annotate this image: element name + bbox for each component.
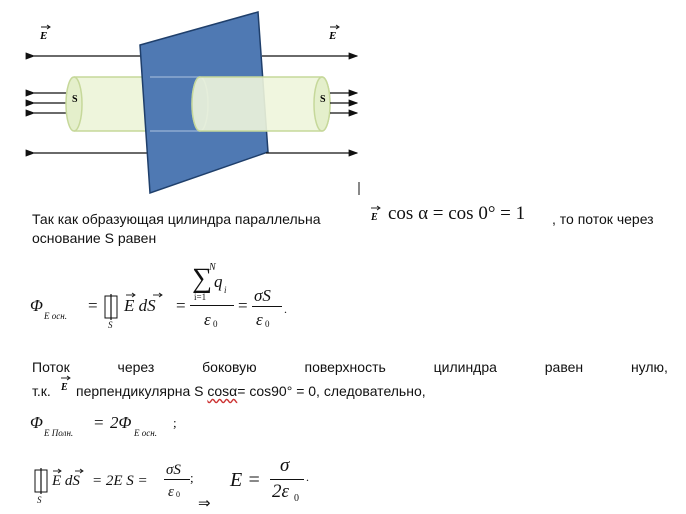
f1-phi-sub: E осн.: [44, 311, 67, 321]
f4-den-sub: 0: [294, 493, 299, 504]
e-vector-label-right: E: [328, 24, 340, 42]
implies-arrow-icon: ⇒: [198, 496, 211, 512]
closed-integral-icon: [104, 294, 118, 320]
cos-alpha-underlined: cosα: [207, 383, 238, 399]
f1-sum-index: i: [224, 285, 227, 295]
f3-den-sub: 0: [176, 490, 180, 499]
f4-lhs: E =: [230, 469, 261, 491]
f3-frac-bar: [164, 479, 190, 480]
f4-frac-bar: [270, 479, 304, 480]
f2-rhs: 2Φ: [110, 413, 132, 432]
f3-den: ε: [168, 484, 174, 500]
f1-den2-sub: 0: [265, 319, 270, 329]
svg-text:E: E: [370, 212, 378, 223]
f2-semicolon: ;: [173, 415, 177, 430]
e-vector-label-left: E: [39, 24, 51, 42]
f1-integrand: E dS: [124, 296, 156, 315]
formula-gauss-result: S E dS = 2E S = σS ε 0 ; ⇒: [30, 456, 230, 514]
line1-text-pre: Так как образующая цилиндра параллельна: [32, 211, 321, 227]
f1-den2: ε: [256, 310, 263, 329]
f1-den1-sub: 0: [213, 319, 218, 329]
f1-num2: σS: [254, 286, 271, 305]
paragraph-line-4-rest: перпендикулярна S cosα= cos90° = 0, след…: [76, 383, 426, 399]
svg-text:E: E: [60, 382, 68, 393]
f1-sum-var: q: [214, 272, 223, 291]
f1-vector-arrows: [126, 292, 163, 298]
paragraph-line-3: Поток через боковую поверхность цилиндра…: [32, 359, 668, 375]
e-vector-inline-1: E: [370, 204, 382, 224]
f3-integrand: E dS: [52, 473, 80, 489]
f3-middle: = 2E S =: [92, 473, 148, 489]
cos-alpha-formula: cos α = cos 0° = 1: [388, 203, 526, 224]
s-label-left: S: [72, 94, 78, 105]
f1-sum-bottom: i=1: [194, 292, 207, 302]
field-figure: E E S S: [25, 11, 360, 195]
cylinder-right: [191, 76, 331, 132]
formula-flux-base: Φ E осн. = S E dS = N ∑ q i i=1 ε 0 = σS…: [30, 258, 310, 348]
f1-sigma-icon: ∑: [192, 263, 212, 294]
formula-total-flux: Φ E Полн. = 2Φ E осн. ;: [30, 413, 210, 443]
f1-eq1: =: [88, 296, 98, 315]
f4-den: 2ε: [272, 481, 289, 502]
paragraph-line-1-end: , то поток через: [552, 211, 654, 227]
paragraph-line-2: основание S равен: [32, 230, 157, 246]
f1-eq3: =: [238, 296, 248, 315]
f1-int-sub: S: [108, 320, 113, 330]
f3-vector-arrows: [53, 468, 84, 474]
f3-semicolon: ;: [190, 470, 194, 485]
closed-integral-icon-2: [34, 468, 48, 494]
f1-den1: ε: [204, 310, 211, 329]
field-lines-right: [262, 52, 359, 157]
f1-phi: Φ: [30, 296, 43, 315]
f4-num: σ: [280, 455, 290, 476]
f1-frac1-bar: [190, 305, 234, 306]
f1-period: .: [284, 302, 287, 316]
f1-frac2-bar: [252, 306, 282, 307]
formula-field-strength: E = σ 2ε 0 .: [230, 456, 330, 514]
f2-phi: Φ: [30, 413, 43, 432]
svg-text:E: E: [39, 30, 47, 42]
s-label-right: S: [320, 94, 326, 105]
f4-period: .: [306, 470, 309, 484]
f1-eq2: =: [176, 296, 186, 315]
paragraph-line-1: Так как образующая цилиндра параллельна: [32, 211, 320, 228]
f2-rhs-sub: E осн.: [134, 428, 157, 438]
paragraph-line-4: т.к.: [32, 383, 51, 399]
f2-phi-sub: E Полн.: [44, 428, 74, 438]
e-vector-inline-2: E: [60, 374, 72, 394]
f3-num: σS: [166, 462, 181, 478]
f3-int-sub: S: [37, 495, 42, 505]
svg-text:E: E: [328, 30, 336, 42]
f1-sum-top: N: [209, 262, 216, 273]
f2-eq: =: [94, 413, 104, 432]
